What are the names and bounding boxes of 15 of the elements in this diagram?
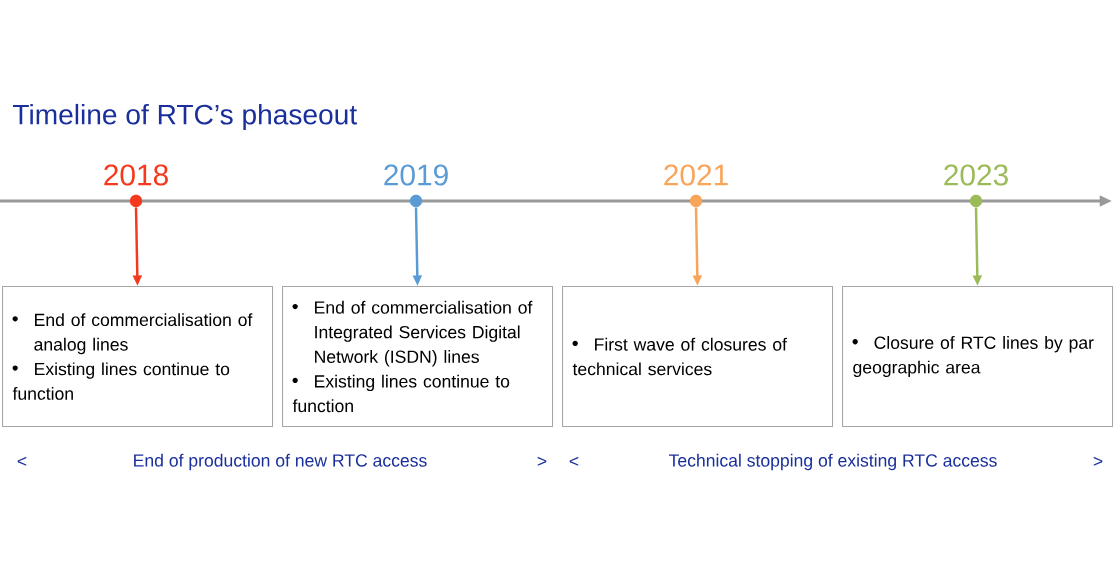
text-box: Closure of RTC lines by par geographic area [842, 286, 1114, 428]
text-box: First wave of closures of technical services [562, 286, 834, 428]
text-box: End of commercialisation of Integrated Services Digital Network (ISDN) lines Existing lines continue to function [282, 286, 554, 428]
year-label: 2019 [384, 164, 448, 186]
year-label: 2021 [664, 164, 728, 186]
bracket-sign: > [537, 456, 547, 466]
phase-label: End of production of new RTC access [134, 453, 427, 471]
bracket-sign: < [569, 456, 579, 466]
phase-label: Technical stopping of existing RTC access [668, 453, 997, 471]
year-label: 2018 [104, 164, 168, 186]
title: Timeline of RTC’s phaseout [13, 103, 357, 131]
text-box: End of commercialisation of analog lines Existing lines continue to function [2, 286, 274, 428]
bracket-sign: < [17, 456, 27, 466]
year-label: 2023 [944, 164, 1008, 186]
bracket-sign: > [1093, 456, 1103, 466]
